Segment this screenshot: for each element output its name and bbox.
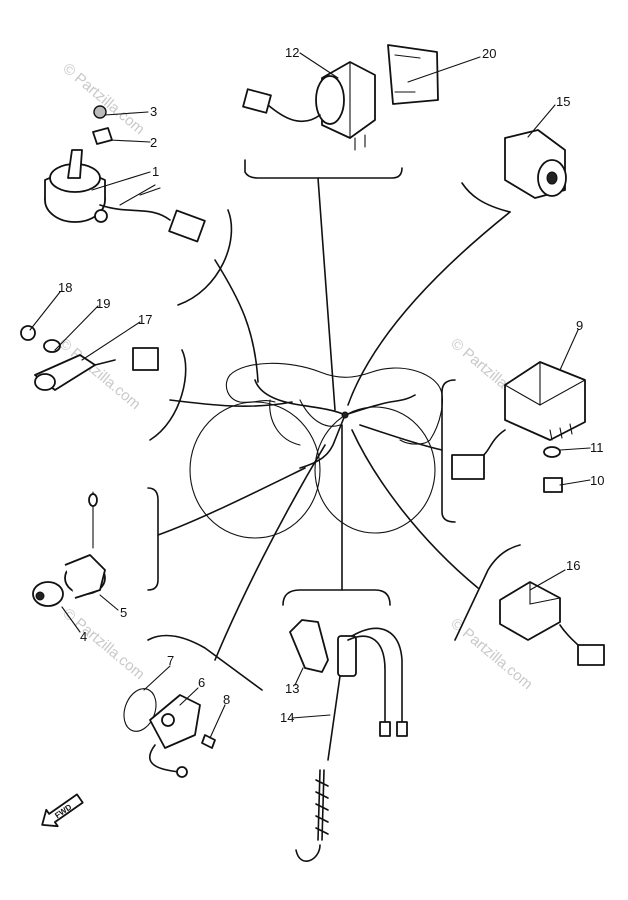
- flasher-part: [504, 129, 567, 199]
- relay-part: [242, 61, 376, 151]
- callout-labels: 1 2 3 4 5 6 7 8 9 10 11 12 13 14 15 16 1…: [58, 45, 604, 725]
- relay-unit-part: [499, 581, 605, 666]
- callout-label: 2: [150, 135, 157, 150]
- callout-label: 18: [58, 280, 72, 295]
- callout-label: 5: [120, 605, 127, 620]
- watermarks: © Partzilla.com © Partzilla.com © Partzi…: [55, 60, 535, 693]
- callout-label: 4: [80, 629, 87, 644]
- callout-label: 11: [590, 440, 604, 455]
- callout-label: 15: [556, 94, 570, 109]
- callout-label: 16: [566, 558, 580, 573]
- brake-switch-part: [20, 325, 159, 391]
- sensor-part: [123, 688, 216, 778]
- neutral-switch-part: [32, 491, 106, 607]
- callout-label: 6: [198, 675, 205, 690]
- callout-label: 14: [280, 710, 294, 725]
- callout-label: 7: [167, 653, 174, 668]
- regulator-part: [451, 361, 586, 493]
- forward-direction-marker: FWD: [41, 793, 84, 828]
- callout-leaders: [29, 52, 591, 739]
- callout-label: 10: [590, 473, 604, 488]
- callout-label: 12: [285, 45, 299, 60]
- callout-label: 9: [576, 318, 583, 333]
- callout-label: 20: [482, 46, 496, 61]
- frame-outline: [189, 362, 443, 539]
- watermark: © Partzilla.com: [59, 60, 147, 138]
- cover-plate-part: [387, 44, 439, 105]
- leader-lines: [147, 159, 521, 691]
- callout-label: 1: [152, 164, 159, 179]
- callout-label: 17: [138, 312, 152, 327]
- watermark: © Partzilla.com: [59, 605, 147, 683]
- callout-label: 8: [223, 692, 230, 707]
- callout-label: 3: [150, 104, 157, 119]
- main-switch-part: [44, 105, 206, 243]
- brake-light-switch-part: [289, 619, 408, 862]
- callout-label: 19: [96, 296, 110, 311]
- callout-label: 13: [285, 681, 299, 696]
